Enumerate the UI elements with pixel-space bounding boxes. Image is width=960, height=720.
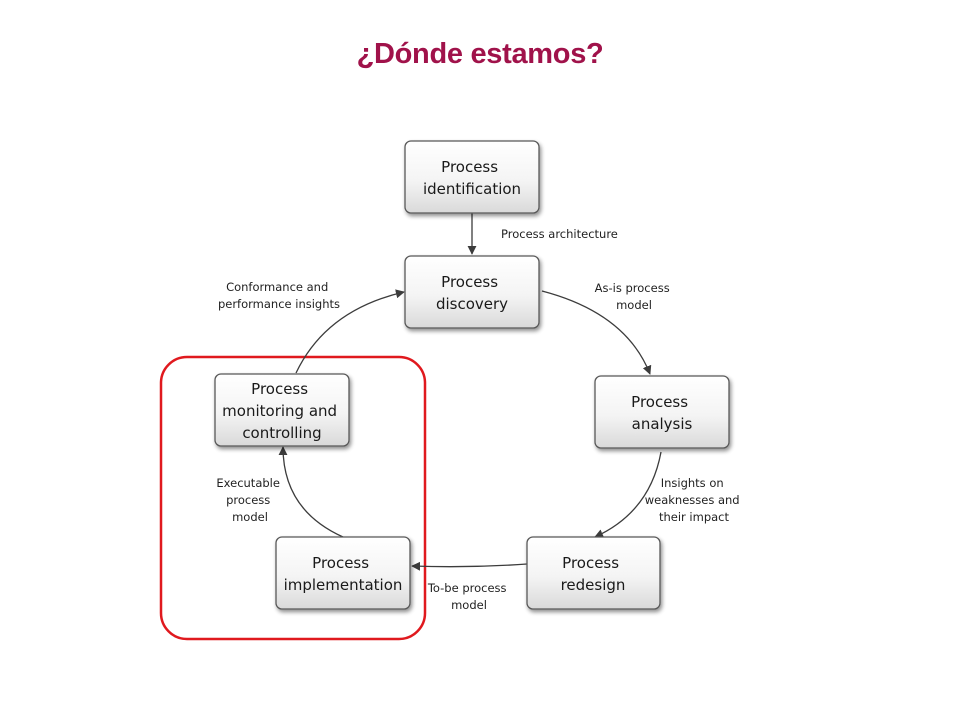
arrow-implementation-to-monitoring [278,446,344,538]
svg-text:Process redesign: Process redesign [561,554,626,594]
node-text-line: Process [251,380,308,398]
node-redesign: Process redesign [526,536,661,610]
node-identification: Process identification [404,140,540,214]
node-implementation: Process implementation [275,536,411,610]
edge-label-to-be-process-model: To-be process model [427,581,510,612]
edge-label-insights-on-weaknesses: Insights on weaknesses and their impact [645,476,744,524]
node-text-line: Process [312,554,369,572]
node-monitoring: Process monitoring and controlling [214,373,350,447]
svg-text:Process implementation: Process implementation [284,554,403,594]
arrow-monitoring-to-discovery [295,289,405,374]
arrow-redesign-to-implementation [411,561,528,571]
node-text-line: implementation [284,576,403,594]
node-analysis: Process analysis [594,375,730,449]
svg-text:Process discovery: Process discovery [436,273,508,313]
edge-label-process-architecture: Process architecture [501,227,618,241]
node-text-line: analysis [632,415,693,433]
svg-text:Process monitoring and: Process monitoring and controlling [222,380,342,442]
node-text-line: controlling [242,424,321,442]
highlight-frame [159,355,427,641]
node-text-line: monitoring and [222,402,337,420]
node-text-line: Process [441,273,498,291]
edge-label-executable-process-model: Executable process model [216,476,283,524]
edge-label-conformance-performance: Conformance and performance insights [218,280,340,311]
node-text-line: Process [441,158,498,176]
arrow-discovery-to-analysis [541,290,652,375]
node-text-line: discovery [436,295,508,313]
slide-title: ¿Dónde estamos? [356,38,604,70]
node-text-line: identification [423,180,521,198]
svg-text:Process analysis: Process analysis [631,393,693,433]
cycle-arrows [278,213,662,571]
node-text-line: redesign [561,576,626,594]
edge-label-as-is-process-model: As-is process model [595,281,674,312]
arrow-analysis-to-redesign [594,451,662,538]
svg-text:Process identification: Process identification [423,158,521,198]
node-text-line: Process [631,393,688,411]
node-discovery: Process discovery [404,255,540,329]
node-text-line: Process [562,554,619,572]
